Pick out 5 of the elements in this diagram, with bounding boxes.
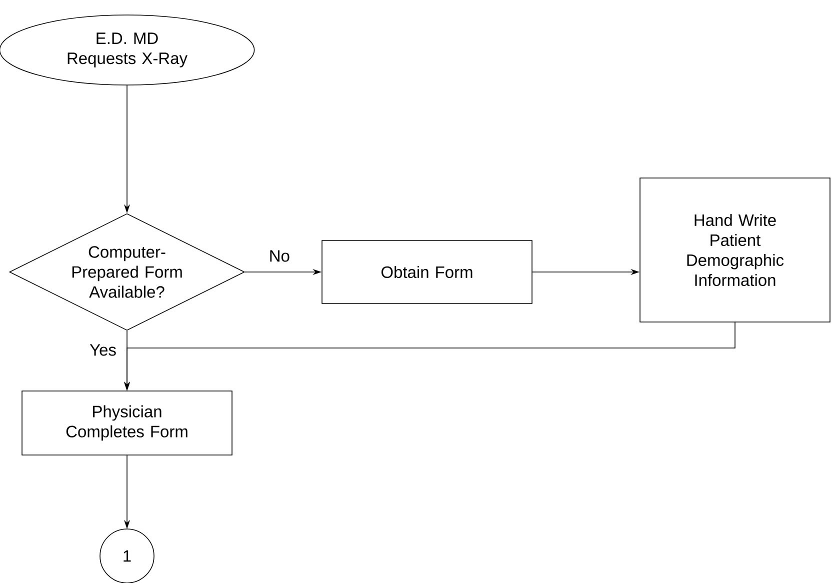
edge-label: Yes (88, 343, 118, 357)
process-box: Obtain Form (322, 240, 532, 304)
process-box: Physician Completes Form (22, 390, 232, 456)
process-box: Hand Write Patient Demographic Information (640, 178, 830, 322)
edge-label: No (268, 249, 291, 263)
